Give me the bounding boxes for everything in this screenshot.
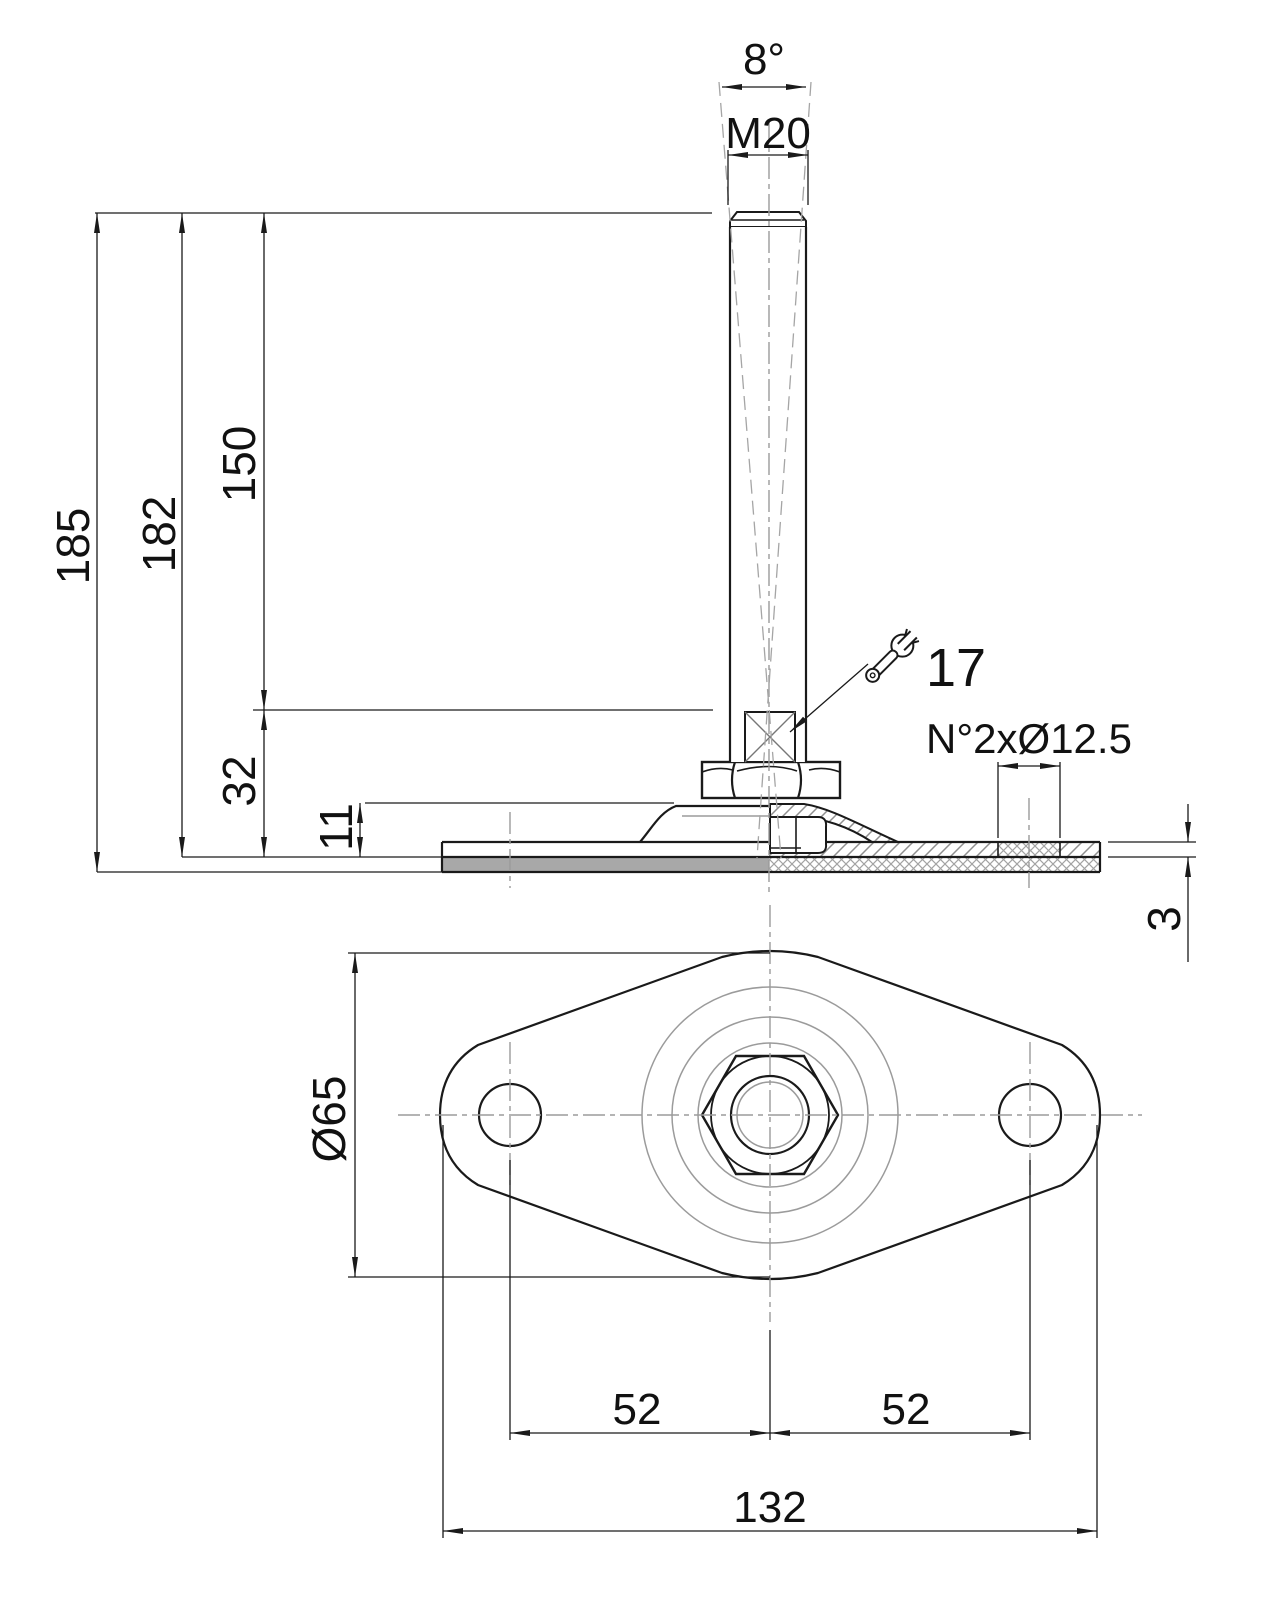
- label-flange-height: 11: [310, 803, 362, 851]
- plate-metal-left: [442, 842, 769, 857]
- hex-nut: [700, 760, 842, 800]
- dimensions: [94, 84, 1196, 1538]
- ext-thread: [727, 150, 809, 205]
- label-thread-size: M20: [725, 109, 811, 158]
- ext-dia65: [348, 952, 770, 1278]
- label-base-height: 32: [213, 755, 265, 806]
- plate-metal-section-end: [1060, 842, 1100, 857]
- lower-nut-facet: [770, 817, 801, 854]
- base-plate-elevation: [442, 842, 769, 872]
- threaded-stud: [728, 211, 808, 763]
- front-view: [440, 81, 1102, 892]
- label-stud-length: 150: [213, 426, 265, 503]
- label-overall-height: 185: [47, 508, 99, 585]
- wrench-flats-cross: [744, 711, 796, 763]
- wrench-icon: [865, 628, 920, 683]
- label-plate-thickness: 3: [1138, 906, 1190, 932]
- ext-plate-thickness: [1108, 841, 1196, 858]
- plate-outline-plan: [438, 949, 1102, 1281]
- label-hole-offset-right: 52: [882, 1385, 931, 1434]
- dimension-labels: 8° M20 185 182 150 32 11 17 N°2xØ12.5 3 …: [47, 35, 1190, 1532]
- base-plate-section: [769, 842, 1100, 872]
- label-base-diameter: Ø65: [303, 1076, 355, 1163]
- mount-hole-edges: [997, 842, 1061, 857]
- bell-left-outline: [639, 804, 770, 843]
- wrench-leader: [789, 663, 869, 733]
- label-hole-offset-left: 52: [613, 1385, 662, 1434]
- label-mounting-holes: N°2xØ12.5: [926, 715, 1132, 762]
- lower-nut: [769, 816, 828, 854]
- ext-plan: [442, 1125, 1098, 1538]
- rubber-pad-left: [442, 857, 769, 872]
- hex-nut-plan: [700, 1054, 840, 1176]
- label-wrench-size: 17: [926, 638, 986, 698]
- label-swing-angle: 8°: [743, 35, 785, 84]
- ext-mount-hole: [997, 762, 1061, 838]
- rubber-pad-section: [769, 857, 1100, 872]
- label-overall-length: 132: [733, 1483, 806, 1532]
- label-height-to-pad: 182: [133, 496, 185, 573]
- swing-envelope: [718, 81, 812, 859]
